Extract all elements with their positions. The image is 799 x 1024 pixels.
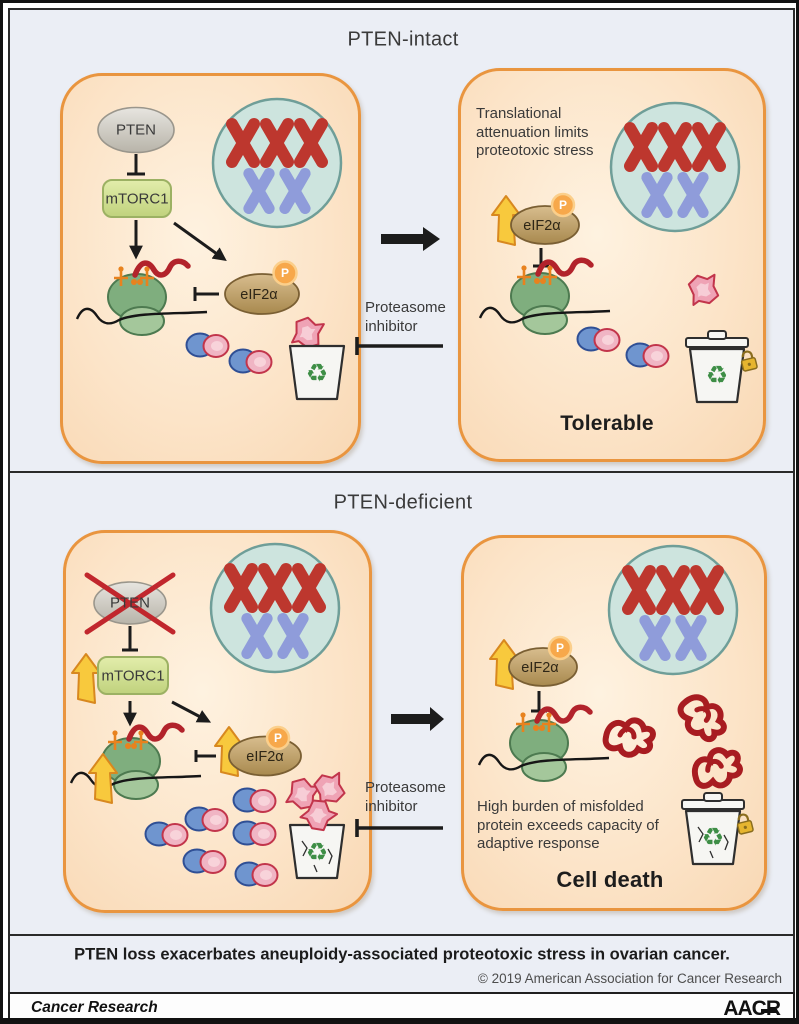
deficient-note: High burden of misfolded protein exceeds… bbox=[477, 798, 659, 852]
journal-name: Cancer Research bbox=[31, 999, 158, 1016]
intact-note: Translational attenuation limits proteot… bbox=[476, 105, 594, 159]
phospho-label: P bbox=[273, 731, 283, 745]
copyright-notice: © 2019 American Association for Cancer R… bbox=[477, 971, 782, 986]
phospho-label: P bbox=[558, 198, 568, 212]
aacr-logo: AACR bbox=[723, 997, 781, 1020]
recycle-icon: ♻ bbox=[305, 838, 329, 867]
panel-divider-bottom bbox=[10, 934, 795, 936]
recycle-icon: ♻ bbox=[701, 823, 725, 852]
deficient-treated-cell bbox=[461, 535, 767, 911]
panel-intact-title: PTEN-intact bbox=[347, 28, 459, 51]
intact-untreated-cell bbox=[60, 73, 361, 464]
eif2a-label: eIF2α bbox=[240, 287, 278, 303]
proteasome-inhibitor-label: Proteasome inhibitor bbox=[365, 779, 446, 815]
figure-caption: PTEN loss exacerbates aneuploidy-associa… bbox=[74, 945, 730, 964]
eif2a-label: eIF2α bbox=[246, 749, 284, 765]
phospho-label: P bbox=[280, 266, 290, 280]
mtorc1-label: mTORC1 bbox=[101, 667, 165, 685]
eif2a-label: eIF2α bbox=[523, 218, 561, 234]
panel-divider-top bbox=[10, 471, 795, 473]
pten-label: PTEN bbox=[109, 594, 151, 612]
proteasome-inhibitor-label: Proteasome inhibitor bbox=[365, 299, 446, 335]
intact-outcome-label: Tolerable bbox=[560, 412, 654, 435]
panel-deficient-title: PTEN-deficient bbox=[333, 491, 473, 514]
aacr-logo-crossbar bbox=[761, 1009, 777, 1013]
recycle-icon: ♻ bbox=[305, 359, 329, 388]
mtorc1-label: mTORC1 bbox=[105, 190, 169, 208]
deficient-outcome-label: Cell death bbox=[556, 867, 664, 892]
pten-label: PTEN bbox=[115, 121, 157, 139]
phospho-label: P bbox=[555, 641, 565, 655]
recycle-icon: ♻ bbox=[705, 361, 729, 390]
bottom-border-bar bbox=[3, 1018, 796, 1021]
eif2a-label: eIF2α bbox=[521, 660, 559, 676]
